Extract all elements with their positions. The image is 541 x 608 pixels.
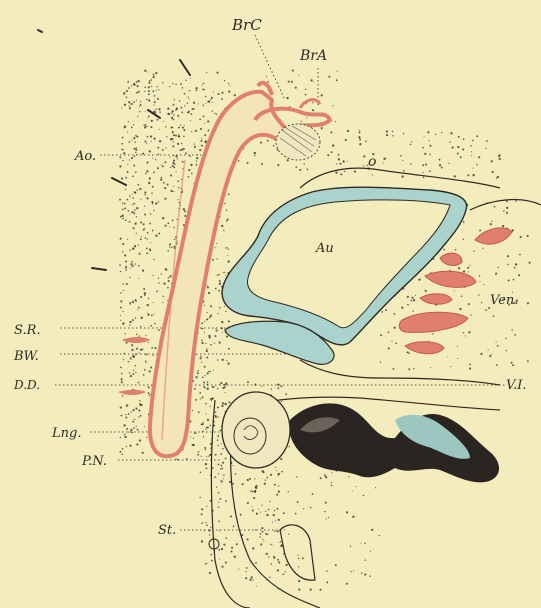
label-ao: Ao. [74,149,96,164]
nerve-ring [222,392,290,468]
branchial-cartilage [276,124,320,160]
label-pn: P.N. [81,454,107,469]
label-vi: V.I. [506,378,527,393]
label-bw: BW. [13,349,39,364]
tick-marks [38,30,190,270]
label-st: St. [158,523,176,538]
label-brc: BrC [231,16,262,34]
label-dd: D.D. [13,378,40,392]
pigmented-mass [289,403,499,482]
label-o: o [368,154,376,170]
label-lng: Lng. [51,426,81,441]
label-bra: BrA [299,48,327,64]
label-sr: S.R. [14,323,41,338]
label-ven: Ven. [490,293,518,308]
label-au: Au [315,241,334,256]
red-marks [118,337,150,395]
